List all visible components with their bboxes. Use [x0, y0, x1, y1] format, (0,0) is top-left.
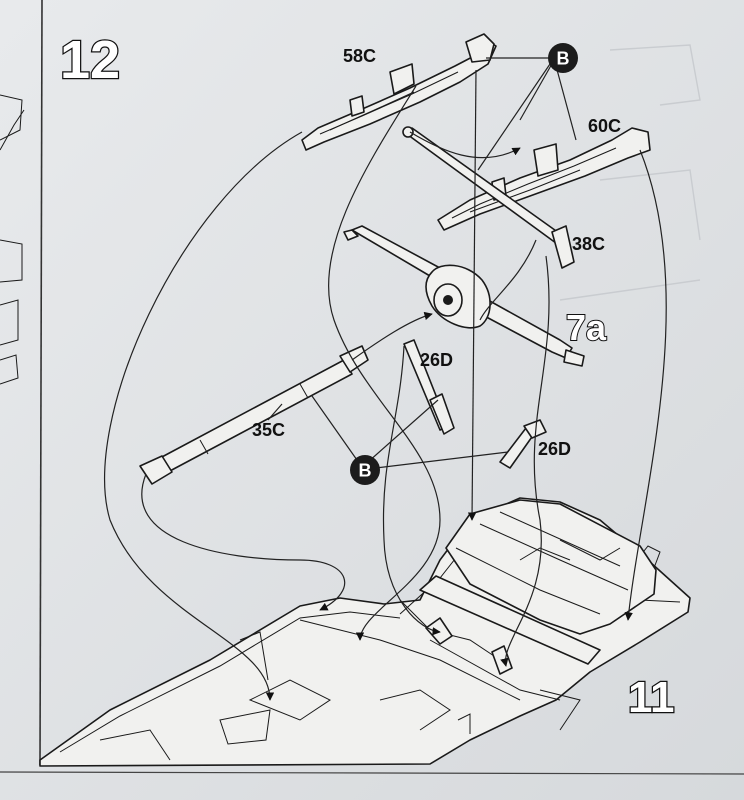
bottom-border-line [0, 771, 744, 775]
leaf-spring-58c [301, 33, 497, 151]
shock-absorber-lower [499, 419, 547, 469]
label-26d-upper: 26D [420, 350, 453, 370]
label-58c: 58C [343, 46, 376, 66]
fuel-tank [445, 499, 657, 635]
driveshaft-35c [139, 345, 369, 485]
label-26d-lower: 26D [538, 439, 571, 459]
previous-step-fragment [0, 94, 25, 385]
crossbar-38c [402, 126, 575, 269]
assembly-guide-lines [104, 57, 667, 701]
left-border-line [39, 0, 43, 766]
label-38c: 38C [572, 234, 605, 254]
step-number: 12 [60, 30, 120, 90]
next-step-number: 11 [628, 673, 675, 722]
marker-b-bottom-label: B [359, 461, 372, 481]
label-60c: 60C [588, 116, 621, 136]
faint-backprint [559, 44, 701, 301]
label-7a: 7a [566, 307, 607, 348]
marker-b-top-label: B [557, 49, 570, 69]
marker-b-bottom: B [350, 455, 380, 485]
leaf-spring-60c [437, 127, 651, 231]
label-35c: 35C [252, 420, 285, 440]
shock-absorber-upper [403, 339, 455, 435]
marker-b-top: B [548, 43, 578, 73]
